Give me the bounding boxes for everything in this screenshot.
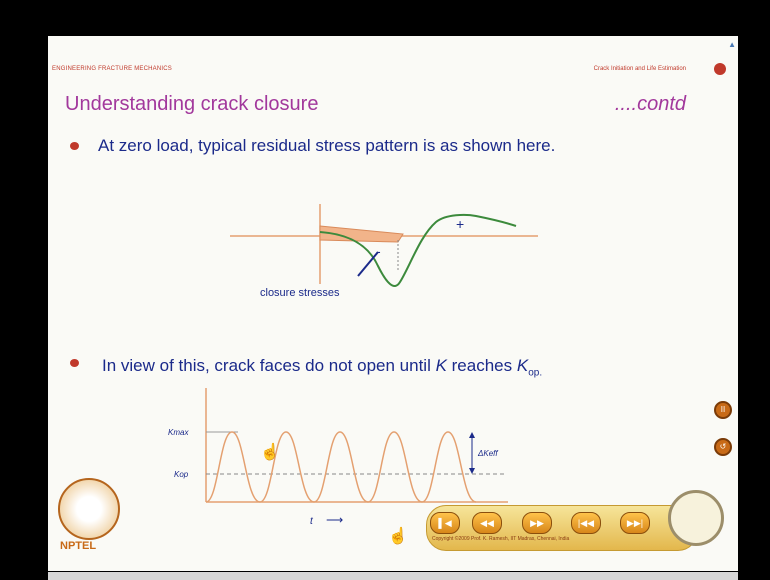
rewind-start-icon[interactable]: ▌◀ xyxy=(430,512,460,534)
plus-label: + xyxy=(456,216,464,232)
kop-label: Kop xyxy=(174,470,189,479)
nptel-logo xyxy=(58,478,120,540)
return-icon[interactable]: ↺ xyxy=(714,438,732,456)
pointer-cursor-icon: ☝ xyxy=(388,528,408,545)
playback-control-bar xyxy=(426,505,698,551)
delta-keff-label: ΔKeff xyxy=(477,449,498,458)
delta-arrow-head-bottom xyxy=(469,468,475,474)
header-dot-icon xyxy=(714,63,726,75)
contd-label: ....contd xyxy=(614,93,686,115)
nptel-label: NPTEL xyxy=(60,540,97,552)
stress-curve xyxy=(319,213,517,287)
skip-forward-icon[interactable]: ▶▶| xyxy=(620,512,650,534)
kmax-label: Kmax xyxy=(168,428,189,437)
time-arrow: ⟶ xyxy=(326,513,343,526)
closure-pointer xyxy=(357,251,379,277)
time-label: t xyxy=(310,516,314,526)
skip-back-icon[interactable]: |◀◀ xyxy=(571,512,601,534)
load-wave xyxy=(205,431,477,503)
rewind-icon[interactable]: ◀◀ xyxy=(472,512,502,534)
slide: ▲ ENGINEERING FRACTURE MECHANICS Crack I… xyxy=(48,36,738,571)
pause-icon[interactable]: II xyxy=(714,401,732,419)
bullet-icon xyxy=(70,359,79,367)
residual-stress-figure: + - closure stresses xyxy=(230,204,538,299)
iit-seal-logo xyxy=(668,490,724,546)
cyclic-load-figure: Kmax Kop ΔKeff t ⟶ xyxy=(168,388,508,526)
topic-header: Crack Initiation and Life Estimation xyxy=(593,66,686,72)
hand-cursor-icon: ☝ xyxy=(260,444,280,461)
forward-icon[interactable]: ▶▶ xyxy=(522,512,552,534)
bullet-icon xyxy=(70,142,79,150)
closure-stresses-label: closure stresses xyxy=(260,287,340,299)
minus-label: - xyxy=(376,243,381,259)
scroll-up-icon[interactable]: ▲ xyxy=(728,40,736,49)
course-header: ENGINEERING FRACTURE MECHANICS xyxy=(52,66,173,72)
slide-title: Understanding crack closure xyxy=(65,93,319,115)
delta-arrow-head-top xyxy=(469,432,475,438)
bullet-text-2: In view of this, crack faces do not open… xyxy=(102,356,543,379)
copyright-text: Copyright ©2009 Prof. K. Ramesh, IIT Mad… xyxy=(432,536,570,542)
horizontal-scrollbar[interactable] xyxy=(48,572,738,580)
bullet-text-1: At zero load, typical residual stress pa… xyxy=(98,136,556,155)
